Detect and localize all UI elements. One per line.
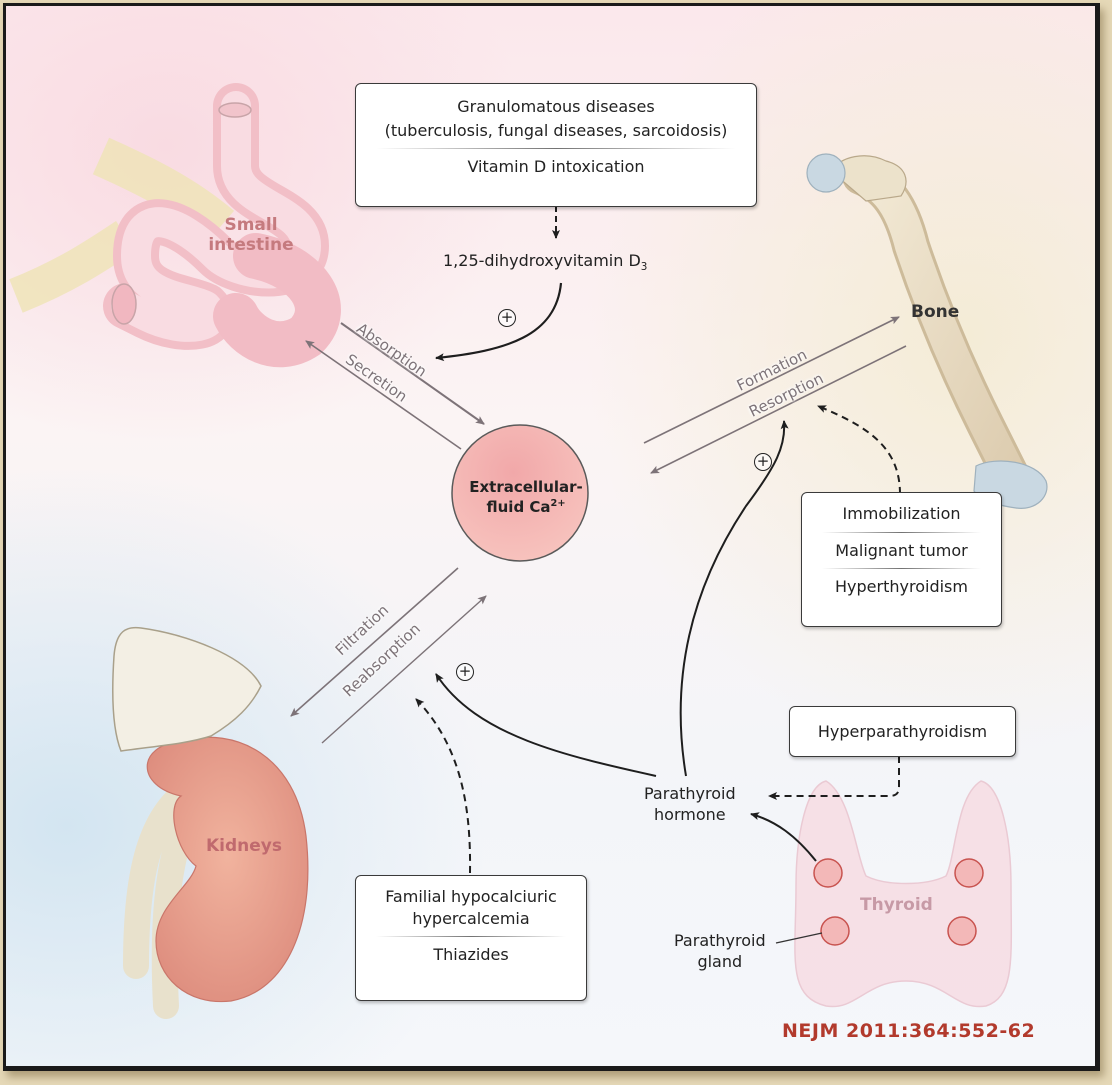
cause-hyperparathyroidism: Hyperparathyroidism — [817, 722, 988, 741]
parathyroid-gland-upper-right — [954, 858, 984, 888]
parathyroid-gland-lower-right — [947, 916, 977, 946]
vitamin-d-label-base: 1,25-dihydroxyvitamin D — [443, 251, 641, 270]
parathyroid-gland-label: Parathyroid gland — [674, 931, 766, 973]
box-divider — [376, 936, 566, 938]
pth-stimulates-reabsorption-arrow — [435, 673, 657, 777]
absorption-arrow — [340, 322, 485, 425]
kidney-causes-dashed-arrow — [415, 698, 472, 874]
vitamin-d-stimulates-absorption-arrow — [435, 282, 563, 362]
bone-causes-dashed-arrow — [817, 405, 901, 495]
center-label-line1: Extracellular- — [469, 478, 583, 496]
hyperparathyroidism-dashed-arrow — [768, 756, 900, 800]
thyroid-illustration — [794, 780, 1013, 1008]
cause-malignant-tumor: Malignant tumor — [835, 540, 968, 560]
gland-secretes-pth-arrow — [750, 812, 817, 862]
citation: NEJM 2011:364:552-62 — [782, 1020, 1036, 1042]
pth-causes-box: Hyperparathyroidism — [789, 706, 1016, 757]
center-label-charge: 2+ — [550, 497, 566, 509]
cause-thiazides: Thiazides — [433, 945, 509, 965]
secretion-arrow — [305, 340, 462, 450]
box-divider — [822, 568, 981, 570]
stimulation-plus-icon-bone-resorption: + — [754, 453, 772, 471]
parathyroid-gland-lower-left — [820, 916, 850, 946]
parathyroid-hormone-label: Parathyroid hormone — [644, 784, 736, 826]
box-divider — [822, 531, 981, 533]
kidneys-label: Kidneys — [206, 836, 283, 856]
cause-fhh-line2: hypercalcemia — [412, 908, 530, 928]
cause-granulomatous: Granulomatous diseases — [457, 97, 655, 116]
filtration-arrow — [290, 567, 459, 717]
parathyroid-gland-upper-left — [813, 858, 843, 888]
resorption-arrow — [650, 345, 907, 474]
gland-label-line1: Parathyroid — [674, 931, 766, 950]
cause-fhh-line1: Familial hypocalciuric — [385, 887, 557, 906]
pth-label-line1: Parathyroid — [644, 784, 736, 803]
small-intestine-label-line1: Small — [224, 215, 278, 235]
box-divider — [376, 148, 736, 150]
bone-label: Bone — [911, 302, 960, 322]
vitamin-d-label-subscript: 3 — [640, 261, 648, 274]
stimulation-plus-icon-kidney-reabsorption: + — [456, 663, 474, 681]
extracellular-calcium-node — [451, 424, 589, 562]
diagram-canvas — [9, 83, 1048, 1019]
center-label-line2: fluid Ca2+ — [466, 498, 586, 518]
bone-illustration — [806, 153, 1048, 509]
small-intestine-label: Small intestine — [196, 215, 306, 255]
gland-label-line2: gland — [697, 951, 743, 971]
small-intestine-illustration — [9, 83, 341, 368]
figure-frame: Granulomatous diseases (tuberculosis, fu… — [3, 3, 1100, 1071]
cause-vitamin-d-intoxication: Vitamin D intoxication — [467, 157, 645, 177]
reabsorption-arrow — [321, 595, 487, 744]
vitamin-d-causes-box: Granulomatous diseases (tuberculosis, fu… — [355, 83, 757, 207]
pth-stimulates-resorption-arrow — [679, 420, 789, 777]
parathyroid-glands — [813, 858, 984, 946]
kidney-causes-box: Familial hypocalciuric hypercalcemia Thi… — [355, 875, 587, 1001]
cause-immobilization: Immobilization — [842, 504, 961, 523]
cause-granulomatous-examples: (tuberculosis, fungal diseases, sarcoido… — [384, 120, 728, 140]
cause-hyperthyroidism: Hyperthyroidism — [835, 577, 968, 597]
center-label-base: fluid Ca — [486, 497, 551, 516]
bone-causes-box: Immobilization Malignant tumor Hyperthyr… — [801, 492, 1002, 627]
parathyroid-gland-leader-line — [775, 932, 823, 944]
small-intestine-label-line2: intestine — [208, 234, 294, 255]
thyroid-label: Thyroid — [860, 895, 933, 915]
kidney-illustration — [111, 626, 309, 1019]
extracellular-calcium-label: Extracellular- fluid Ca2+ — [466, 478, 586, 517]
formation-arrow — [643, 316, 900, 444]
stimulation-plus-icon-vitamin-d: + — [498, 309, 516, 327]
vitamin-d-label: 1,25-dihydroxyvitamin D3 — [443, 251, 647, 275]
pth-label-line2: hormone — [654, 804, 726, 824]
